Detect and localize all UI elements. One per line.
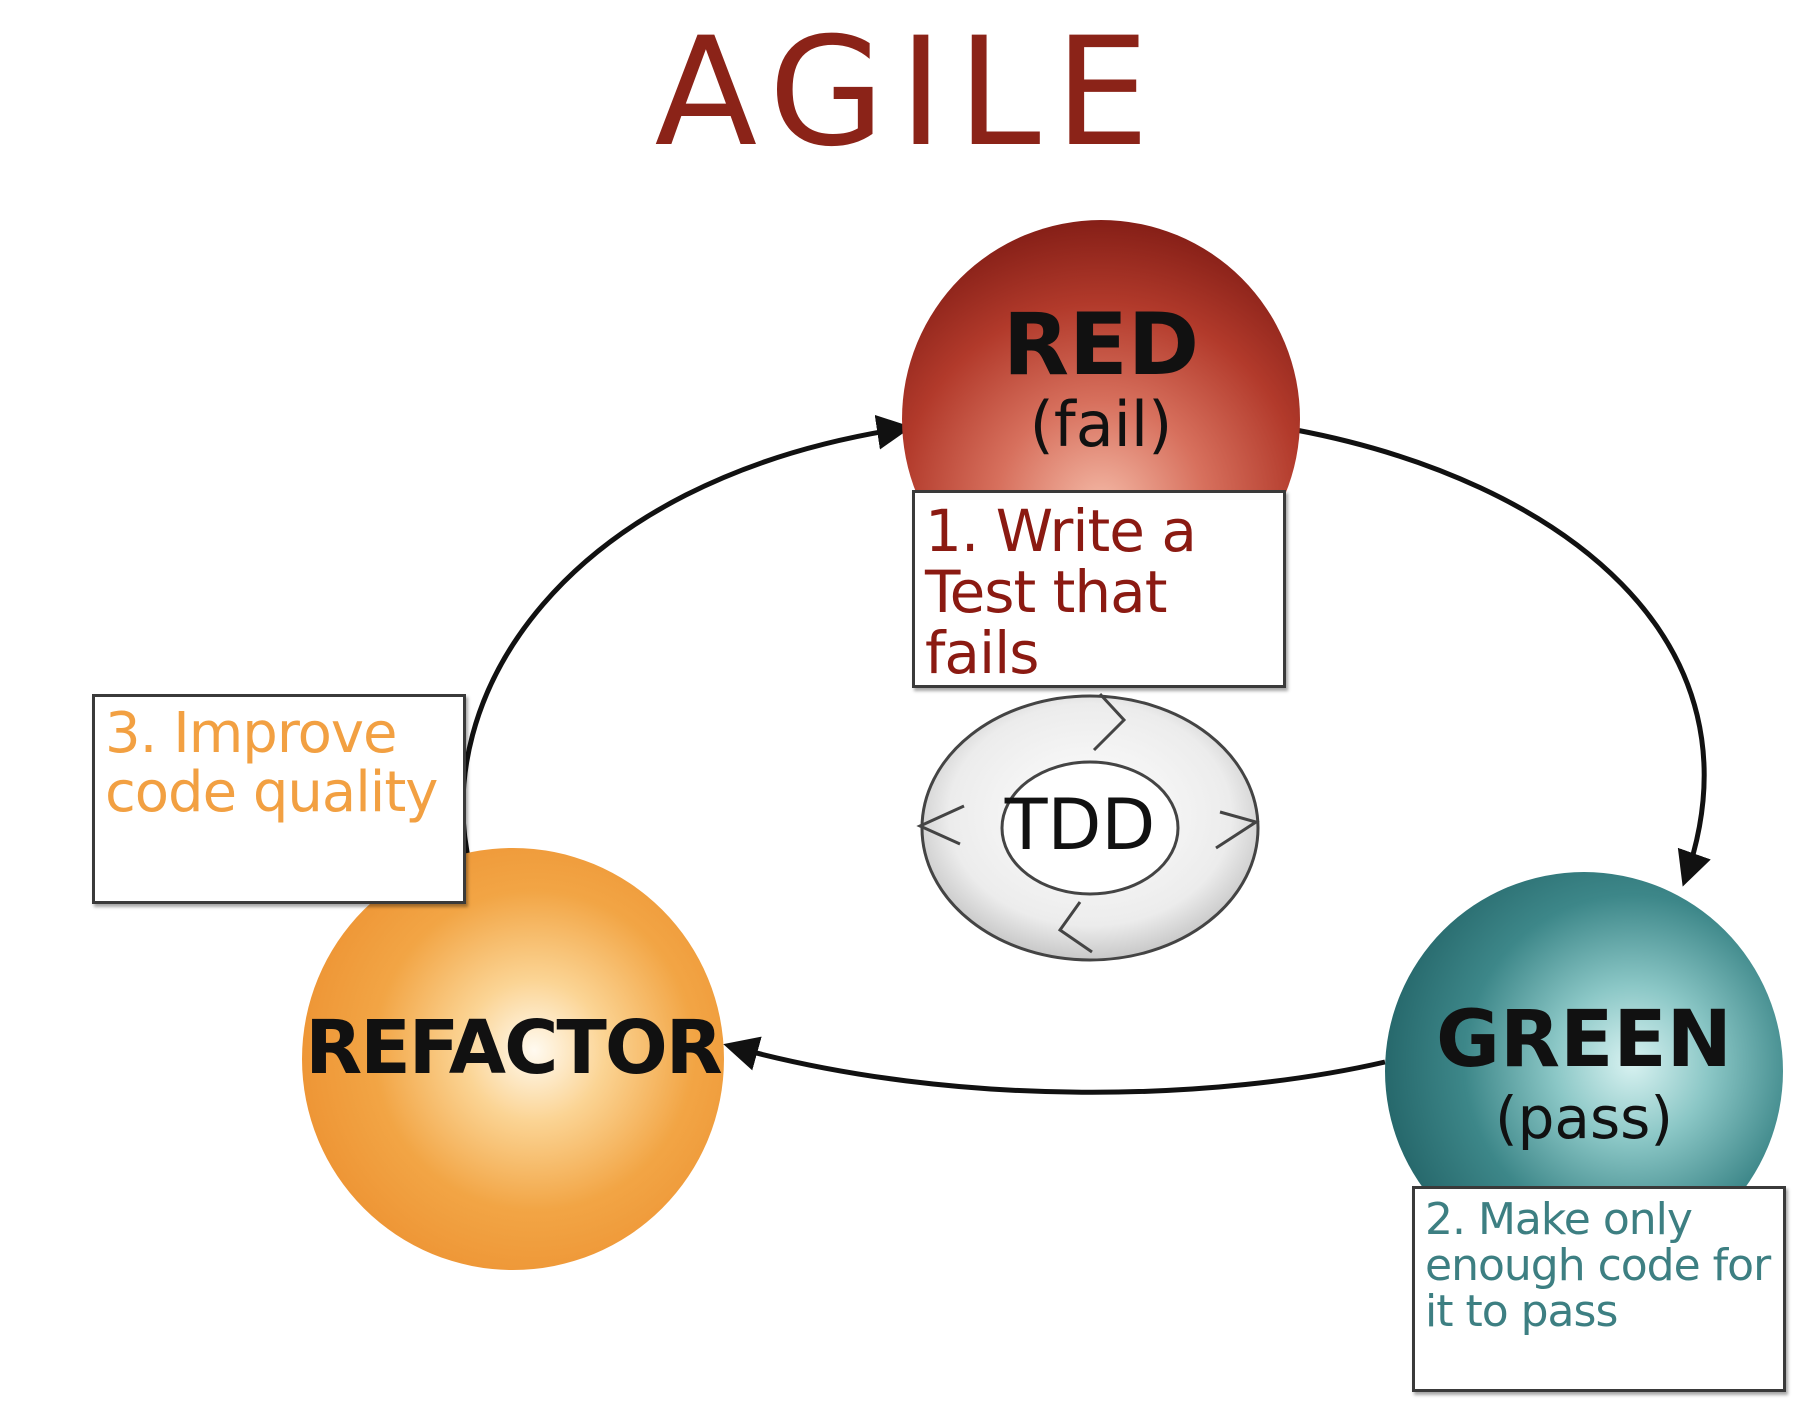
refactor-step-note: 3. Improve code quality [92, 694, 466, 904]
arrow-green-to-refactor [723, 1036, 1386, 1095]
red-stage-label: RED [1002, 295, 1200, 395]
refactor-stage-ball [302, 848, 724, 1270]
cycle-arrows-icon [916, 692, 1260, 962]
tdd-label: TDD [1004, 784, 1156, 866]
red-step-note: 1. Write a Test that fails [912, 490, 1286, 688]
arrow-refactor-to-red [460, 414, 912, 867]
refactor-stage-label: REFACTOR [305, 1005, 723, 1091]
green-stage-label: GREEN [1436, 995, 1732, 1085]
green-stage-status: (pass) [1494, 1084, 1674, 1152]
green-step-note: 2. Make only enough code for it to pass [1412, 1186, 1786, 1392]
red-stage-status: (fail) [1029, 388, 1173, 461]
page-title: AGILE [654, 6, 1164, 180]
arrow-red-to-green [1295, 427, 1711, 887]
